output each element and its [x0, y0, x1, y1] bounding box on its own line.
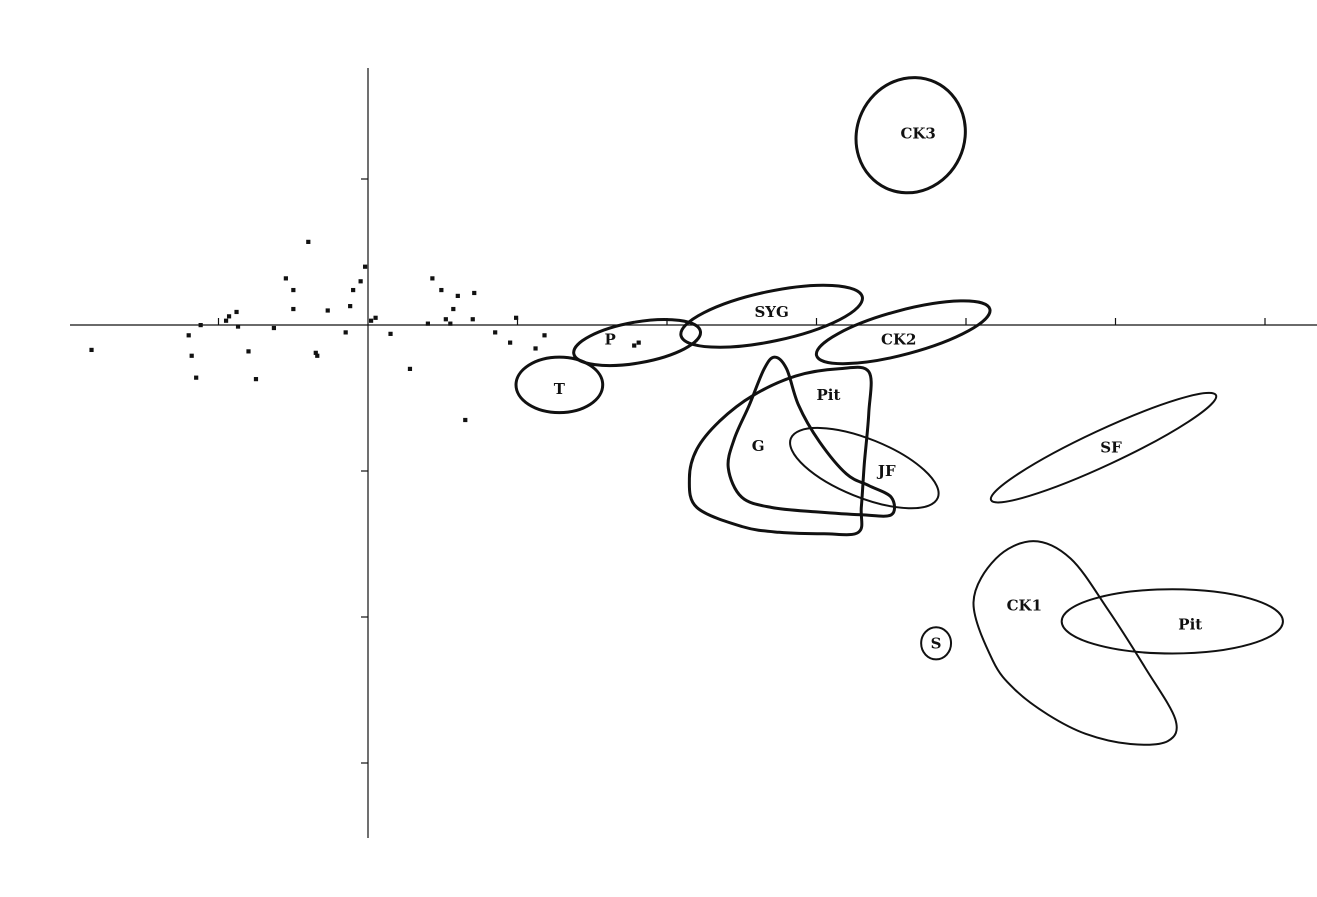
data-point	[430, 276, 435, 281]
region-ellipse-jf	[789, 426, 940, 510]
data-point	[186, 333, 191, 338]
data-point	[514, 315, 519, 320]
data-point	[368, 318, 374, 323]
data-point	[343, 330, 348, 335]
data-point	[315, 353, 320, 358]
data-point	[542, 333, 547, 338]
data-point	[226, 314, 232, 319]
data-point	[443, 317, 448, 322]
data-point	[636, 340, 641, 345]
data-point	[533, 346, 538, 351]
data-point	[234, 309, 239, 315]
group-regions	[514, 76, 1284, 746]
data-point	[313, 350, 318, 355]
data-point	[358, 279, 363, 284]
region-label-ck2: CK2	[881, 331, 916, 349]
data-point	[472, 290, 477, 296]
region-label-sf: SF	[1100, 439, 1122, 457]
data-point	[325, 308, 330, 313]
region-outline-pit-1	[726, 355, 897, 518]
data-point	[470, 317, 475, 322]
data-point	[407, 366, 413, 371]
region-ellipse-ck2	[814, 299, 992, 366]
data-point	[451, 306, 456, 312]
region-outline-g-0	[687, 365, 873, 537]
data-point	[363, 264, 368, 269]
data-point	[508, 340, 513, 345]
region-label-p: P	[605, 331, 616, 349]
region-ellipse-s	[920, 626, 953, 661]
region-ellipse-p	[572, 318, 703, 368]
data-point	[271, 325, 277, 331]
data-point	[439, 287, 444, 293]
data-point	[291, 287, 296, 293]
data-point	[632, 343, 637, 348]
region-label-t: T	[554, 380, 566, 398]
data-point	[198, 323, 203, 328]
region-label-pit: Pit	[817, 386, 841, 404]
region-outline-ck1-2	[972, 540, 1178, 746]
data-point	[493, 330, 498, 335]
region-label-g: G	[752, 437, 765, 455]
region-ellipse-sf	[989, 391, 1218, 504]
region-label-syg: SYG	[754, 303, 788, 321]
data-point	[388, 331, 393, 336]
data-point	[351, 287, 356, 293]
data-point	[463, 417, 468, 423]
region-ellipse-syg	[679, 283, 864, 349]
region-label-ck1: CK1	[1007, 596, 1042, 614]
region-label-pit: Pit	[1178, 615, 1202, 633]
data-point	[425, 321, 430, 326]
data-point	[373, 315, 378, 320]
data-point	[235, 324, 241, 329]
data-point	[246, 349, 251, 354]
region-ellipse-t	[514, 355, 605, 415]
data-point	[455, 293, 460, 298]
data-point	[291, 306, 296, 312]
data-point	[89, 347, 94, 353]
region-label-ck3: CK3	[900, 125, 935, 143]
data-points	[89, 239, 641, 423]
region-ellipse-pit	[1060, 588, 1284, 655]
region-label-s: S	[931, 634, 942, 652]
region-label-jf: JF	[876, 462, 896, 480]
data-point	[306, 239, 311, 244]
data-point	[189, 353, 194, 358]
data-point	[283, 276, 288, 281]
data-point	[223, 318, 229, 323]
region-ellipse-ck3	[854, 76, 967, 195]
data-point	[194, 375, 199, 380]
data-point	[253, 377, 259, 382]
data-point	[348, 304, 353, 309]
data-point	[448, 321, 453, 326]
